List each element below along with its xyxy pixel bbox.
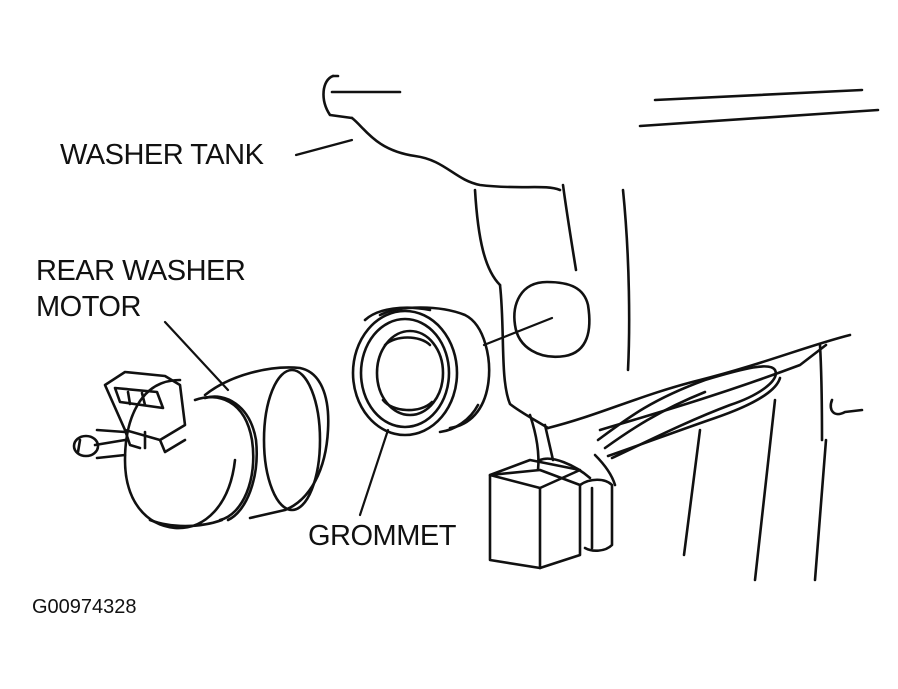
label-rear-washer-motor-line2: MOTOR	[36, 291, 141, 323]
wire-harness	[538, 365, 782, 487]
label-washer-tank: WASHER TANK	[60, 139, 264, 171]
figure-id: G00974328	[32, 596, 137, 618]
rear-washer-motor	[72, 366, 330, 530]
leader-grommet	[358, 428, 390, 517]
leader-lines	[163, 138, 554, 517]
label-rear-washer-motor-line1: REAR WASHER	[36, 255, 246, 287]
leader-rear-washer-motor	[163, 320, 230, 392]
label-grommet: GROMMET	[308, 520, 456, 552]
leader-washer-tank	[294, 138, 354, 157]
washer-tank	[322, 74, 880, 582]
leader-tank-outlet	[482, 316, 554, 347]
grommet	[351, 306, 491, 437]
harness-connector	[488, 458, 614, 570]
